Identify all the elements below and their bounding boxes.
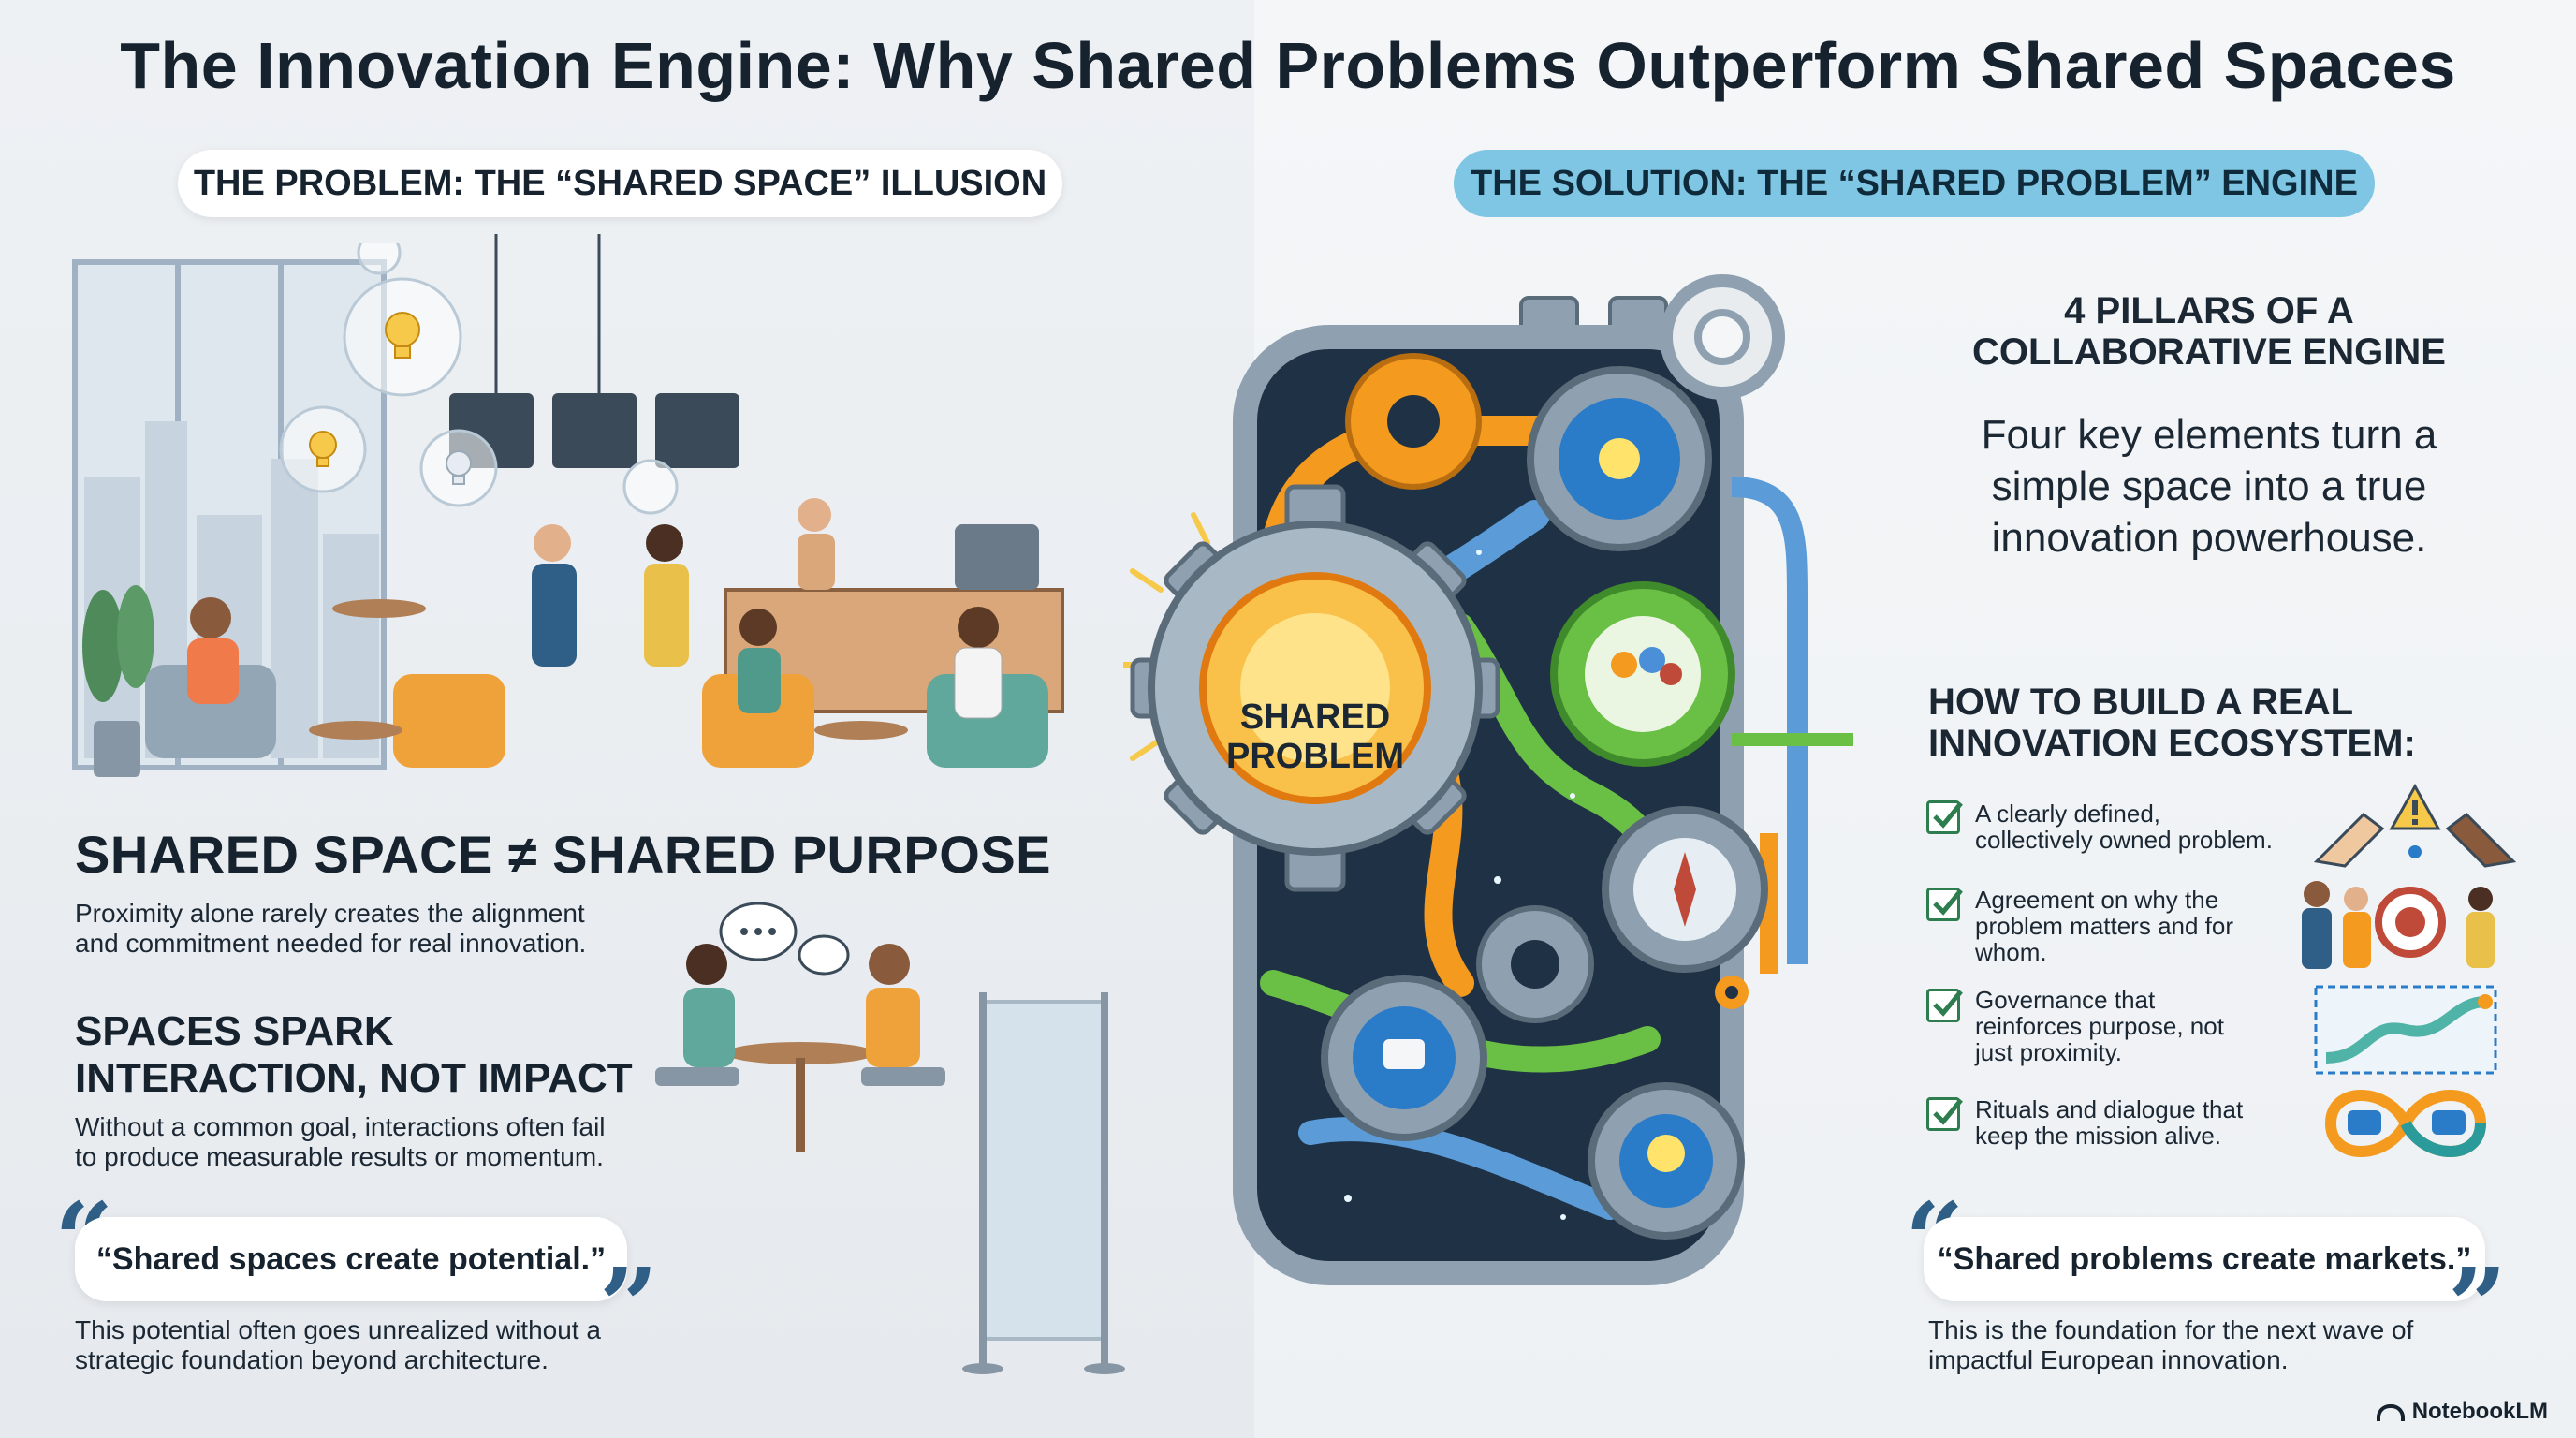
left-footer-line2: strategic foundation beyond architecture… [75,1345,549,1374]
cycle-dialogue-icon [2324,1090,2487,1157]
checklist-item-2-line2: problem matters and for [1975,912,2234,940]
checklist-item-4-line1: Rituals and dialogue that [1975,1095,2244,1123]
shared-problem-gear [1130,484,1500,892]
pillars-title-line2: COLLABORATIVE ENGINE [1972,331,2446,373]
left-quote-box: “Shared spaces create potential.” [75,1217,627,1301]
shared-problem-label-line2: PROBLEM [1226,737,1404,776]
innovation-engine-illustration [1123,274,1853,1285]
checklist-item-1-line2: collectively owned problem. [1975,826,2273,854]
people-figures [187,498,1003,719]
idea-bubbles [279,243,679,515]
espresso-machine [955,524,1039,590]
pillars-description: Four key elements turn a simple space in… [1910,409,2509,564]
pillars-desc-line3: innovation powerhouse. [1991,515,2427,561]
checklist-item-4-line2: keep the mission alive. [1975,1122,2222,1150]
problem-pill: THE PROBLEM: THE “SHARED SPACE” ILLUSION [178,150,1062,217]
right-side-pipe [1731,477,1808,964]
solution-pill: THE SOLUTION: THE “SHARED PROBLEM” ENGIN… [1454,150,2375,217]
spaces-spark-body-line1: Without a common goal, interactions ofte… [75,1112,606,1141]
speech-bubbles [719,902,850,976]
check-icon [1926,888,1963,921]
checklist-item-1-line1: A clearly defined, [1975,800,2161,828]
gear-orange-top [1345,353,1482,490]
pillars-title-line1: 4 PILLARS OF A [2064,290,2354,331]
right-footer-line2: impactful European innovation. [1928,1345,2289,1374]
brand-name: NotebookLM [2411,1399,2548,1424]
spaces-spark-body-line2: to produce measurable results or momentu… [75,1142,604,1171]
gear-small-dark [1476,905,1594,1023]
checklist-item-3-line3: just proximity. [1975,1038,2122,1066]
shared-problem-label-line1: SHARED [1239,697,1391,737]
check-icon [1926,1097,1963,1131]
shared-space-body-line2: and commitment needed for real innovatio… [75,929,587,958]
build-title-line2: INNOVATION ECOSYSTEM: [1928,723,2416,764]
gear-bulb-top [1527,366,1712,551]
check-icon [1926,989,1963,1022]
gear-bulb-bottom [1588,1082,1745,1240]
build-ecosystem-title: HOW TO BUILD A REAL INNOVATION ECOSYSTEM… [1928,682,2416,764]
meeting-illustration [655,902,945,1152]
left-quote-close-mark: ” [599,1245,659,1366]
office-illustration [72,234,1064,777]
notebooklm-brand: NotebookLM [2376,1399,2548,1425]
left-quote-text: “Shared spaces create potential.” [95,1241,607,1277]
checklist-item-1: A clearly defined, collectively owned pr… [1975,800,2273,853]
page-title: The Innovation Engine: Why Shared Proble… [120,29,2456,102]
small-gear-top-right [1660,274,1785,400]
right-quote-close-mark: ” [2448,1245,2508,1366]
glass-barrier [962,992,1125,1374]
pillars-desc-line1: Four key elements turn a [1981,412,2437,458]
spaces-spark-heading-line1: SPACES SPARK [75,1008,394,1054]
right-quote-box: “Shared problems create markets.” [1924,1217,2485,1301]
checklist-item-2-line3: whom. [1975,938,2047,966]
plant [82,585,154,777]
notebooklm-logo-icon [2376,1403,2405,1421]
pillars-desc-line2: simple space into a true [1991,463,2427,509]
roadmap-path-icon [2314,985,2497,1075]
build-title-line1: HOW TO BUILD A REAL [1928,682,2354,723]
shared-space-heading: SHARED SPACE ≠ SHARED PURPOSE [75,825,1052,884]
checklist-item-3-line1: Governance that [1975,986,2156,1014]
gear-compass [1602,806,1768,973]
pillars-title: 4 PILLARS OF A COLLABORATIVE ENGINE [1928,290,2490,373]
gear-team [1550,581,1735,767]
right-quote-text: “Shared problems create markets.” [1937,1241,2472,1277]
cafe-tables [309,599,908,740]
gear-chat [1321,975,1487,1141]
handshake-warning-icon [2313,783,2517,868]
spaces-spark-heading-line2: INTERACTION, NOT IMPACT [75,1055,633,1101]
shared-problem-label: SHARED PROBLEM [1203,697,1427,776]
checklist-item-2: Agreement on why the problem matters and… [1975,887,2233,965]
checklist-item-3-line2: reinforces purpose, not [1975,1012,2224,1040]
checklist-item-3: Governance that reinforces purpose, not … [1975,987,2224,1065]
check-icon [1926,800,1963,834]
team-target-icon [2302,881,2495,969]
right-footer-line1: This is the foundation for the next wave… [1928,1315,2414,1344]
pendant-lamps [476,234,619,414]
left-footer-line1: This potential often goes unrealized wit… [75,1315,601,1344]
shared-space-body-line1: Proximity alone rarely creates the align… [75,899,585,928]
gear-tiny-orange [1715,976,1749,1009]
checklist-item-2-line1: Agreement on why the [1975,886,2219,914]
checklist-item-4: Rituals and dialogue that keep the missi… [1975,1096,2243,1149]
